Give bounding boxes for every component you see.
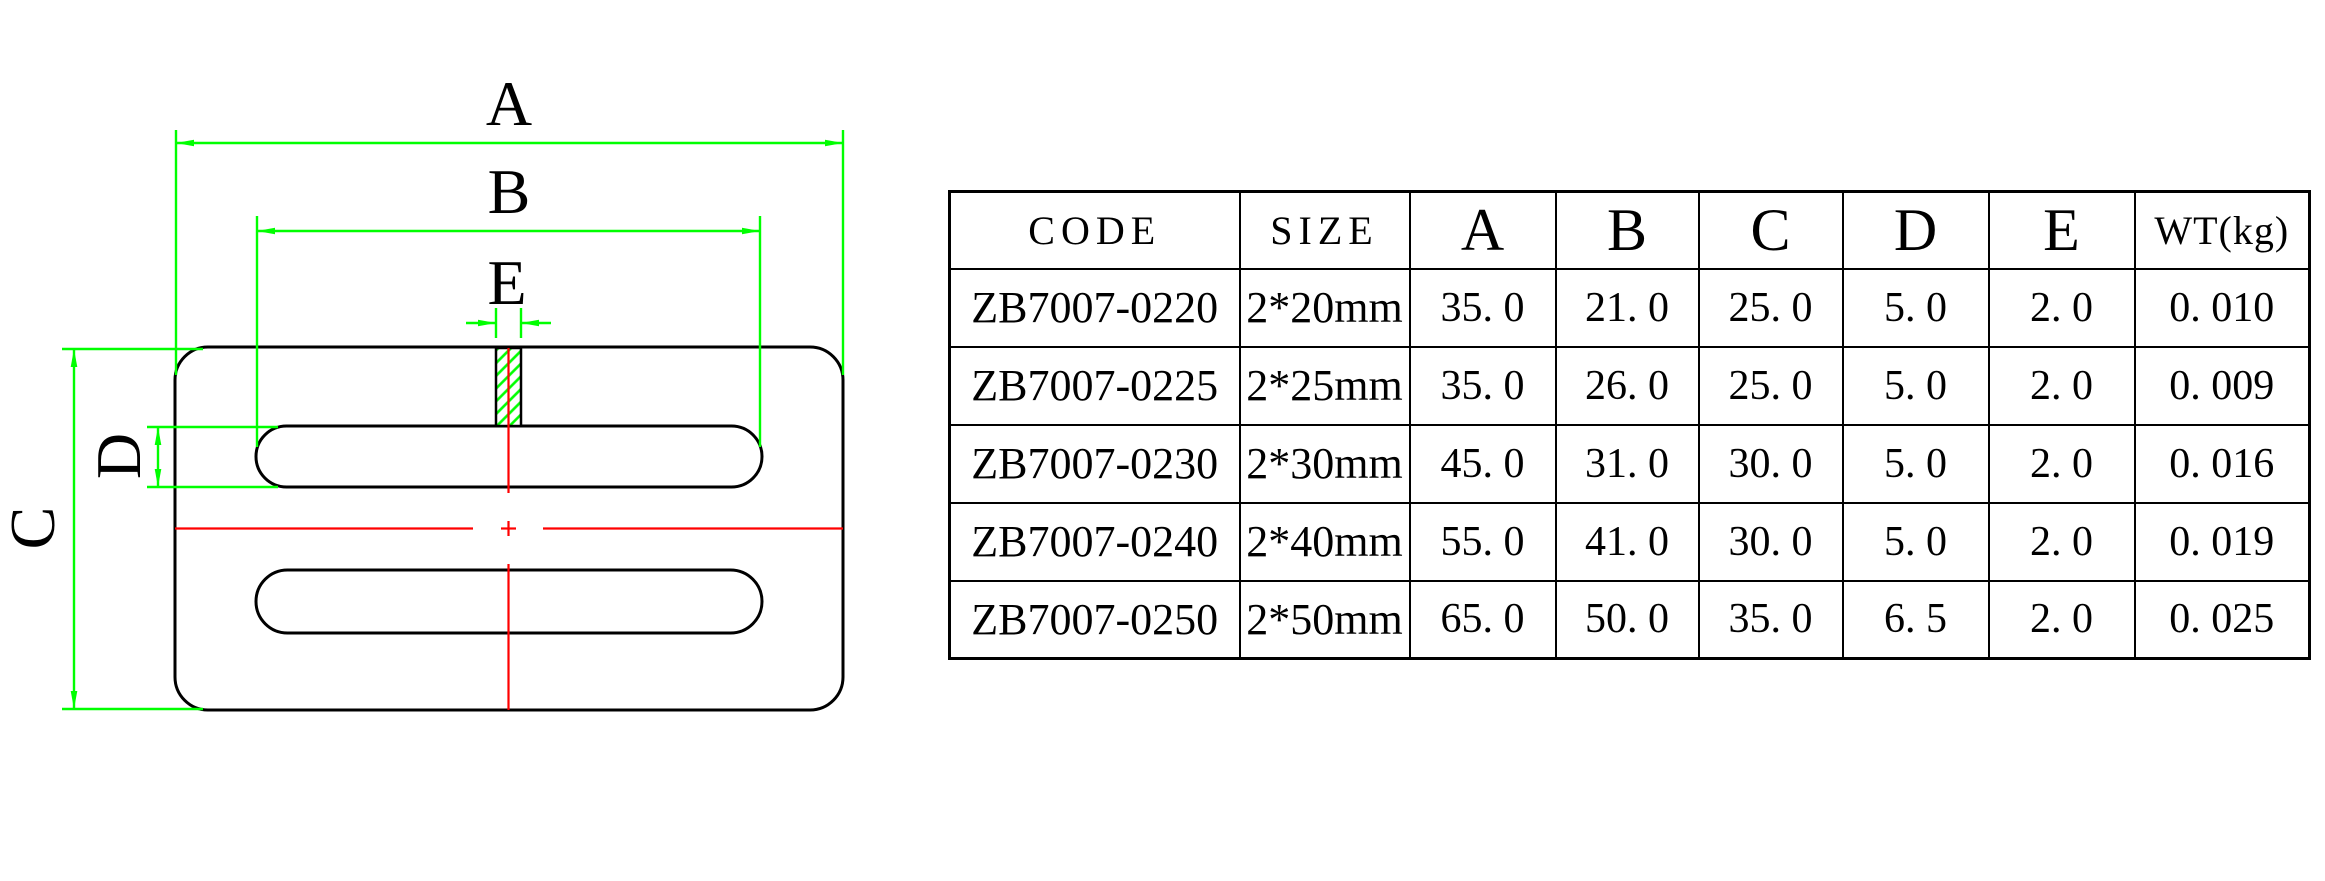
cell-c: 30. 0 (1697, 501, 1844, 582)
table-header-row: CODE SIZE A B C D E WT(kg) (948, 190, 2311, 270)
cell-code: ZB7007-0240 (948, 501, 1241, 582)
col-header-code: CODE (948, 190, 1241, 270)
cell-size: 2*25mm (1238, 345, 1411, 426)
col-header-size: SIZE (1238, 190, 1411, 270)
table-row: ZB7007-0220 2*20mm 35. 0 21. 0 25. 0 5. … (948, 267, 2311, 348)
cell-weight: 0. 016 (2133, 423, 2311, 504)
cell-weight: 0. 010 (2133, 267, 2311, 348)
cell-a: 45. 0 (1408, 423, 1557, 504)
dim-a-label: A (486, 68, 532, 139)
cell-c: 25. 0 (1697, 267, 1844, 348)
dimension-a (174, 130, 845, 375)
dimension-d (147, 425, 278, 489)
cell-c: 30. 0 (1697, 423, 1844, 504)
cell-weight: 0. 009 (2133, 345, 2311, 426)
cell-c: 25. 0 (1697, 345, 1844, 426)
cell-a: 65. 0 (1408, 579, 1557, 660)
dim-c-label: C (0, 507, 68, 550)
cell-d: 5. 0 (1841, 423, 1990, 504)
table-row: ZB7007-0250 2*50mm 65. 0 50. 0 35. 0 6. … (948, 579, 2311, 660)
table-row: ZB7007-0225 2*25mm 35. 0 26. 0 25. 0 5. … (948, 345, 2311, 426)
dim-d-label: D (83, 433, 154, 479)
cell-e: 2. 0 (1987, 423, 2136, 504)
cell-e: 2. 0 (1987, 579, 2136, 660)
cell-c: 35. 0 (1697, 579, 1844, 660)
centerlines (175, 348, 843, 710)
col-header-c: C (1697, 190, 1844, 270)
dim-e-label: E (487, 247, 526, 318)
cell-a: 55. 0 (1408, 501, 1557, 582)
col-header-e: E (1987, 190, 2136, 270)
cell-code: ZB7007-0220 (948, 267, 1241, 348)
cell-d: 5. 0 (1841, 345, 1990, 426)
dimension-b (255, 216, 762, 447)
cell-b: 31. 0 (1554, 423, 1700, 504)
cell-weight: 0. 019 (2133, 501, 2311, 582)
spec-table: CODE SIZE A B C D E WT(kg) ZB7007-0220 2… (948, 190, 2311, 660)
dimension-e (466, 308, 551, 338)
cell-b: 41. 0 (1554, 501, 1700, 582)
dimension-c (62, 347, 203, 711)
cell-a: 35. 0 (1408, 267, 1557, 348)
cell-b: 26. 0 (1554, 345, 1700, 426)
cell-e: 2. 0 (1987, 501, 2136, 582)
col-header-b: B (1554, 190, 1700, 270)
cell-d: 5. 0 (1841, 267, 1990, 348)
part-drawing: A B E D C (0, 68, 845, 712)
cell-code: ZB7007-0230 (948, 423, 1241, 504)
table-row: ZB7007-0240 2*40mm 55. 0 41. 0 30. 0 5. … (948, 501, 2311, 582)
col-header-d: D (1841, 190, 1990, 270)
cell-e: 2. 0 (1987, 267, 2136, 348)
cell-code: ZB7007-0250 (948, 579, 1241, 660)
cell-b: 50. 0 (1554, 579, 1700, 660)
cell-size: 2*50mm (1238, 579, 1411, 660)
cell-e: 2. 0 (1987, 345, 2136, 426)
cell-weight: 0. 025 (2133, 579, 2311, 660)
cell-d: 6. 5 (1841, 579, 1990, 660)
col-header-weight: WT(kg) (2133, 190, 2311, 270)
cell-b: 21. 0 (1554, 267, 1700, 348)
cell-size: 2*20mm (1238, 267, 1411, 348)
table-row: ZB7007-0230 2*30mm 45. 0 31. 0 30. 0 5. … (948, 423, 2311, 504)
cell-code: ZB7007-0225 (948, 345, 1241, 426)
cell-a: 35. 0 (1408, 345, 1557, 426)
cell-size: 2*40mm (1238, 501, 1411, 582)
cell-d: 5. 0 (1841, 501, 1990, 582)
cell-size: 2*30mm (1238, 423, 1411, 504)
col-header-a: A (1408, 190, 1557, 270)
dim-b-label: B (488, 156, 531, 227)
